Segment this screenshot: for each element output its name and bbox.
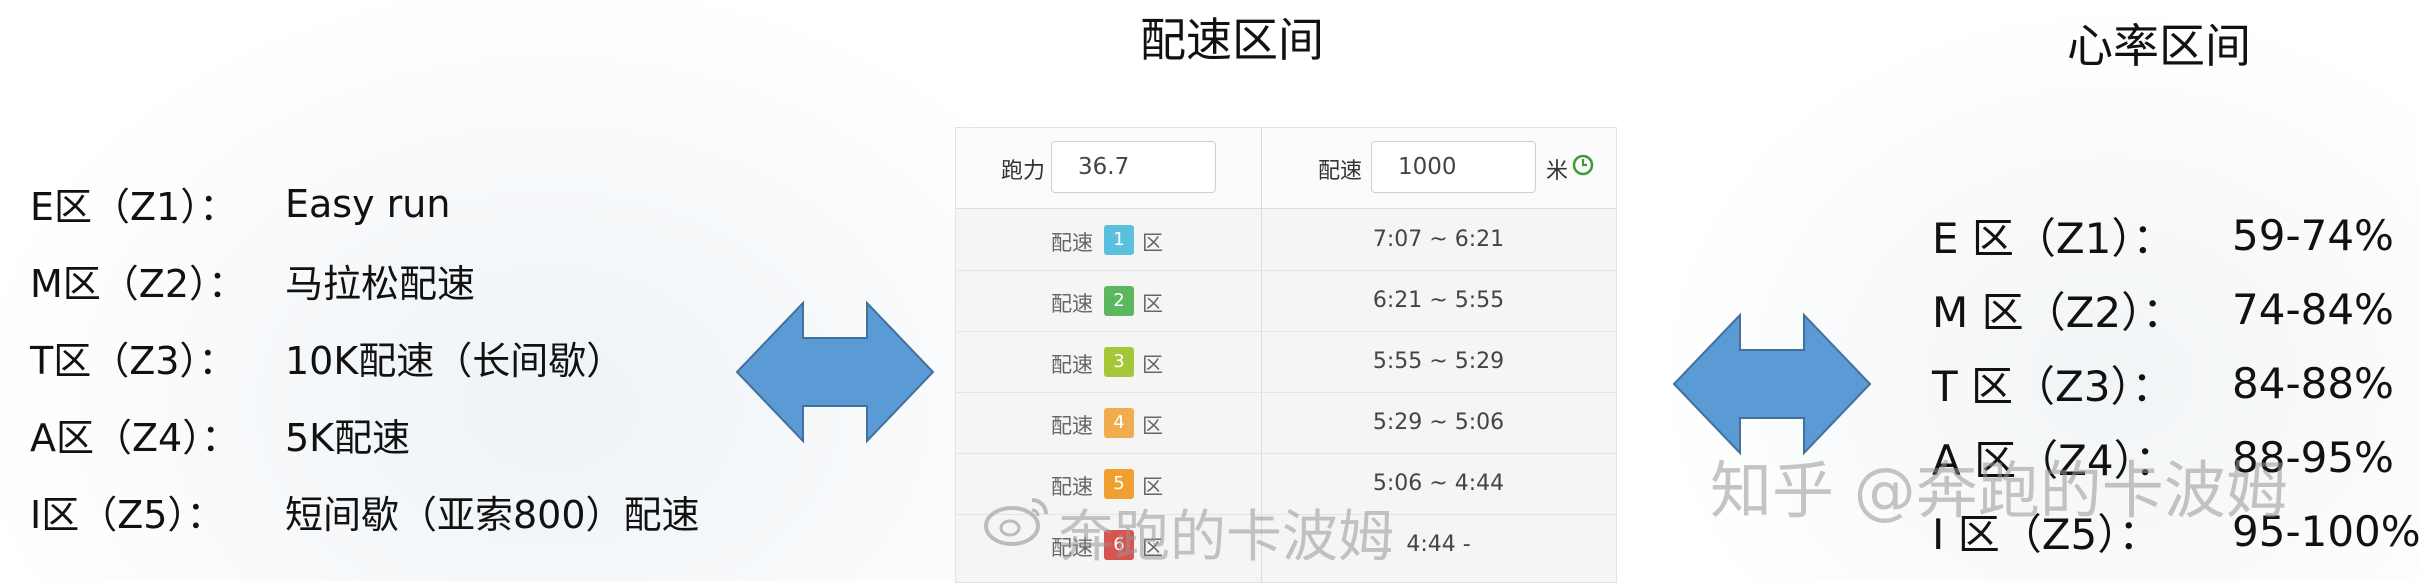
table-row: 配速 3 区 5:55 ~ 5:29 xyxy=(956,331,1616,393)
zone-label: E 区（Z1）： xyxy=(1932,213,2175,263)
row-prefix: 配速 xyxy=(1051,414,1093,438)
zone-number-badge: 1 xyxy=(1104,225,1134,255)
zone-number-badge: 2 xyxy=(1104,286,1134,316)
background-wash xyxy=(1650,0,2419,581)
vdot-label: 跑力 xyxy=(1001,159,1046,184)
zone-label: I 区（Z5）： xyxy=(1932,509,2161,559)
pace-range: 6:21 ~ 5:55 xyxy=(1372,288,1505,313)
zone-label: T 区（Z3）： xyxy=(1932,361,2174,411)
pace-range: 5:55 ~ 5:29 xyxy=(1372,349,1505,374)
row-prefix: 配速 xyxy=(1051,353,1093,377)
zone-row-e: E区（Z1）： Easy run xyxy=(30,165,700,242)
pace-range: 5:29 ~ 5:06 xyxy=(1372,410,1505,435)
hr-percentage: 95-100% xyxy=(2232,506,2419,556)
table-row: 配速 4 区 5:29 ~ 5:06 xyxy=(956,392,1616,454)
row-suffix: 区 xyxy=(1142,292,1163,316)
hr-row-m: M 区（Z2）： 74-84% xyxy=(1932,272,2419,346)
row-suffix: 区 xyxy=(1142,475,1163,499)
zone-label: M区（Z2）： xyxy=(30,262,246,306)
row-suffix: 区 xyxy=(1142,231,1163,255)
row-prefix: 配速 xyxy=(1051,536,1093,560)
heart-rate-zone-title: 心率区间 xyxy=(2067,19,2251,73)
zhihu-watermark: 知乎 @奔跑的卡波姆 xyxy=(1710,454,2288,527)
zone-description: 5K配速 xyxy=(285,416,411,460)
hr-percentage: 84-88% xyxy=(2232,358,2394,408)
hr-row-a: A 区（Z4）： 88-95% xyxy=(1932,420,2419,494)
pace-zone-title: 配速区间 xyxy=(1140,13,1324,67)
clock-icon[interactable] xyxy=(1572,154,1594,176)
double-arrow-icon xyxy=(735,300,935,444)
hr-percentage: 88-95% xyxy=(2232,432,2394,482)
calculator-input-row: 跑力 36.7 配速 1000 米 xyxy=(956,128,1616,209)
table-row: 配速 1 区 7:07 ~ 6:21 xyxy=(956,209,1616,271)
pace-range: 4:44 - xyxy=(1406,532,1471,557)
table-row: 配速 2 区 6:21 ~ 5:55 xyxy=(956,270,1616,332)
zone-description: 短间歇（亚索800）配速 xyxy=(285,493,700,537)
pace-range: 7:07 ~ 6:21 xyxy=(1372,227,1505,252)
zone-description: Easy run xyxy=(285,181,451,226)
double-arrow-icon xyxy=(1672,312,1872,456)
zone-label: E区（Z1）： xyxy=(30,185,238,229)
row-prefix: 配速 xyxy=(1051,231,1093,255)
zone-description: 10K配速（长间歇） xyxy=(285,339,625,383)
background-wash xyxy=(0,0,1000,581)
weibo-logo-icon xyxy=(984,498,1048,546)
zone-description: 马拉松配速 xyxy=(285,262,476,306)
distance-input[interactable]: 1000 xyxy=(1371,141,1536,193)
zone-label: I区（Z5）： xyxy=(30,493,225,537)
weibo-watermark: 奔跑的卡波姆 xyxy=(1058,505,1394,570)
zone-number-badge: 6 xyxy=(1104,530,1134,560)
hr-row-e: E 区（Z1）： 59-74% xyxy=(1932,198,2419,272)
zone-number-badge: 4 xyxy=(1104,408,1134,438)
pace-calculator-table: 跑力 36.7 配速 1000 米 配速 1 区 7:07 ~ 6:21 配速 … xyxy=(955,127,1617,583)
zone-row-m: M区（Z2）： 马拉松配速 xyxy=(30,242,700,319)
hr-percentage: 59-74% xyxy=(2232,210,2394,260)
zone-number-badge: 3 xyxy=(1104,347,1134,377)
zone-label: A 区（Z4）： xyxy=(1932,435,2177,485)
zone-row-i: I区（Z5）： 短间歇（亚索800）配速 xyxy=(30,473,700,550)
row-prefix: 配速 xyxy=(1051,475,1093,499)
hr-row-t: T 区（Z3）： 84-88% xyxy=(1932,346,2419,420)
unit-label: 米 xyxy=(1546,159,1569,184)
column-divider xyxy=(1261,128,1262,582)
hr-row-i: I 区（Z5）： 95-100% xyxy=(1932,494,2419,568)
zone-number-badge: 5 xyxy=(1104,469,1134,499)
row-suffix: 区 xyxy=(1142,353,1163,377)
hr-percentage: 74-84% xyxy=(2232,284,2394,334)
pace-range: 5:06 ~ 4:44 xyxy=(1372,471,1505,496)
row-prefix: 配速 xyxy=(1051,292,1093,316)
zone-row-a: A区（Z4）： 5K配速 xyxy=(30,396,700,473)
zone-label: A区（Z4）： xyxy=(30,416,240,460)
row-suffix: 区 xyxy=(1142,414,1163,438)
vdot-input[interactable]: 36.7 xyxy=(1051,141,1216,193)
heart-rate-zone-list: E 区（Z1）： 59-74% M 区（Z2）： 74-84% T 区（Z3）：… xyxy=(1932,198,2419,568)
zone-label: M 区（Z2）： xyxy=(1932,287,2185,337)
table-row: 配速 5 区 5:06 ~ 4:44 xyxy=(956,453,1616,515)
table-row: 配速 6 区 4:44 - xyxy=(956,514,1616,575)
pace-zone-definitions: E区（Z1）： Easy run M区（Z2）： 马拉松配速 T区（Z3）： 1… xyxy=(30,165,700,550)
row-suffix: 区 xyxy=(1142,536,1163,560)
zone-label: T区（Z3）： xyxy=(30,339,237,383)
pace-label: 配速 xyxy=(1318,159,1363,184)
zone-row-t: T区（Z3）： 10K配速（长间歇） xyxy=(30,319,700,396)
